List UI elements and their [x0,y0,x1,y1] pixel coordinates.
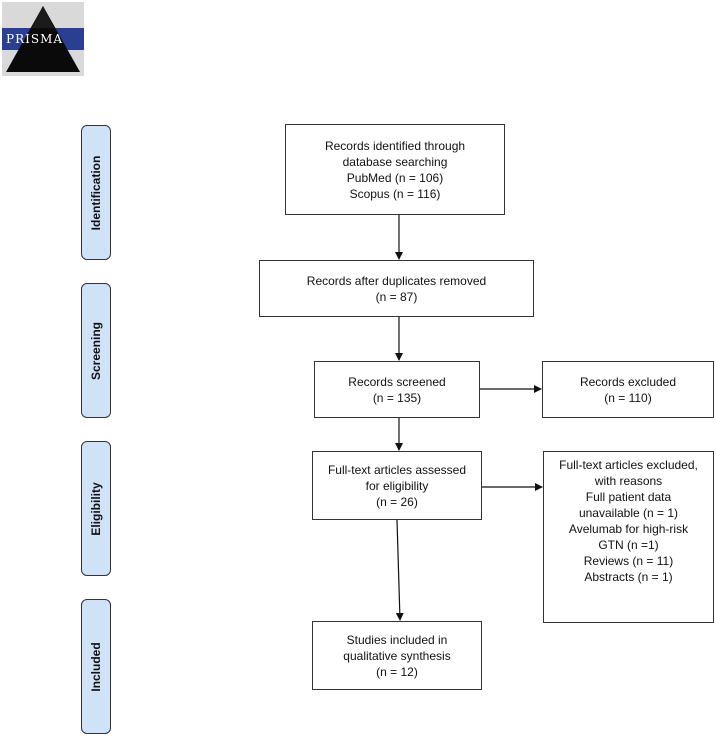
arrow-fulltext-to-included [395,519,404,621]
box-fulltext-excluded: Full-text articles excluded, with reason… [543,451,714,623]
box-line: with reasons [594,474,663,488]
prisma-logo-wordmark: PRISMA [6,32,64,46]
box-line: Avelumab for high-risk [568,522,689,536]
box-records-screened: Records screened (n = 135) [314,361,480,418]
prisma-logo: PRISMA [2,2,84,76]
stage-identification: Identification [81,125,111,260]
box-line: Full patient data [585,490,672,504]
box-line: (n = 26) [376,494,418,509]
prisma-logo-graphic [2,2,84,76]
box-line: (n = 135) [372,390,422,405]
box-line: Scopus (n = 116) [349,186,441,201]
box-line: (n = 110) [604,390,652,405]
box-line: Full-text articles assessed [327,462,467,477]
stage-screening: Screening [81,283,111,418]
box-line: GTN (n =1) [598,538,659,552]
box-line: Records screened [348,374,446,389]
box-fulltext-assessed: Full-text articles assessed for eligibil… [312,451,482,520]
stage-included: Included [81,599,111,734]
box-line: Records excluded [579,374,677,389]
box-line: Records identified through [324,138,466,153]
box-line: (n = 12) [376,664,418,679]
box-line: database searching [342,154,448,169]
box-line: Reviews (n = 11) [583,554,674,568]
box-studies-included: Studies included in qualitative synthesi… [312,621,482,690]
box-line: PubMed (n = 106) [346,170,444,185]
box-line: Abstracts (n = 1) [584,570,673,584]
box-records-identified: Records identified through database sear… [285,124,505,215]
box-line: for eligibility [365,478,429,493]
box-line: Full-text articles excluded, [559,458,698,472]
box-line: Studies included in [346,632,448,647]
box-line: Records after duplicates removed [306,273,487,288]
box-line: (n = 87) [375,289,418,304]
box-line: qualitative synthesis [343,648,451,663]
box-duplicates-removed: Records after duplicates removed (n = 87… [259,260,534,317]
box-records-excluded: Records excluded (n = 110) [542,361,714,418]
box-line: unavailable (n = 1) [578,506,679,520]
stage-eligibility: Eligibility [81,441,111,576]
